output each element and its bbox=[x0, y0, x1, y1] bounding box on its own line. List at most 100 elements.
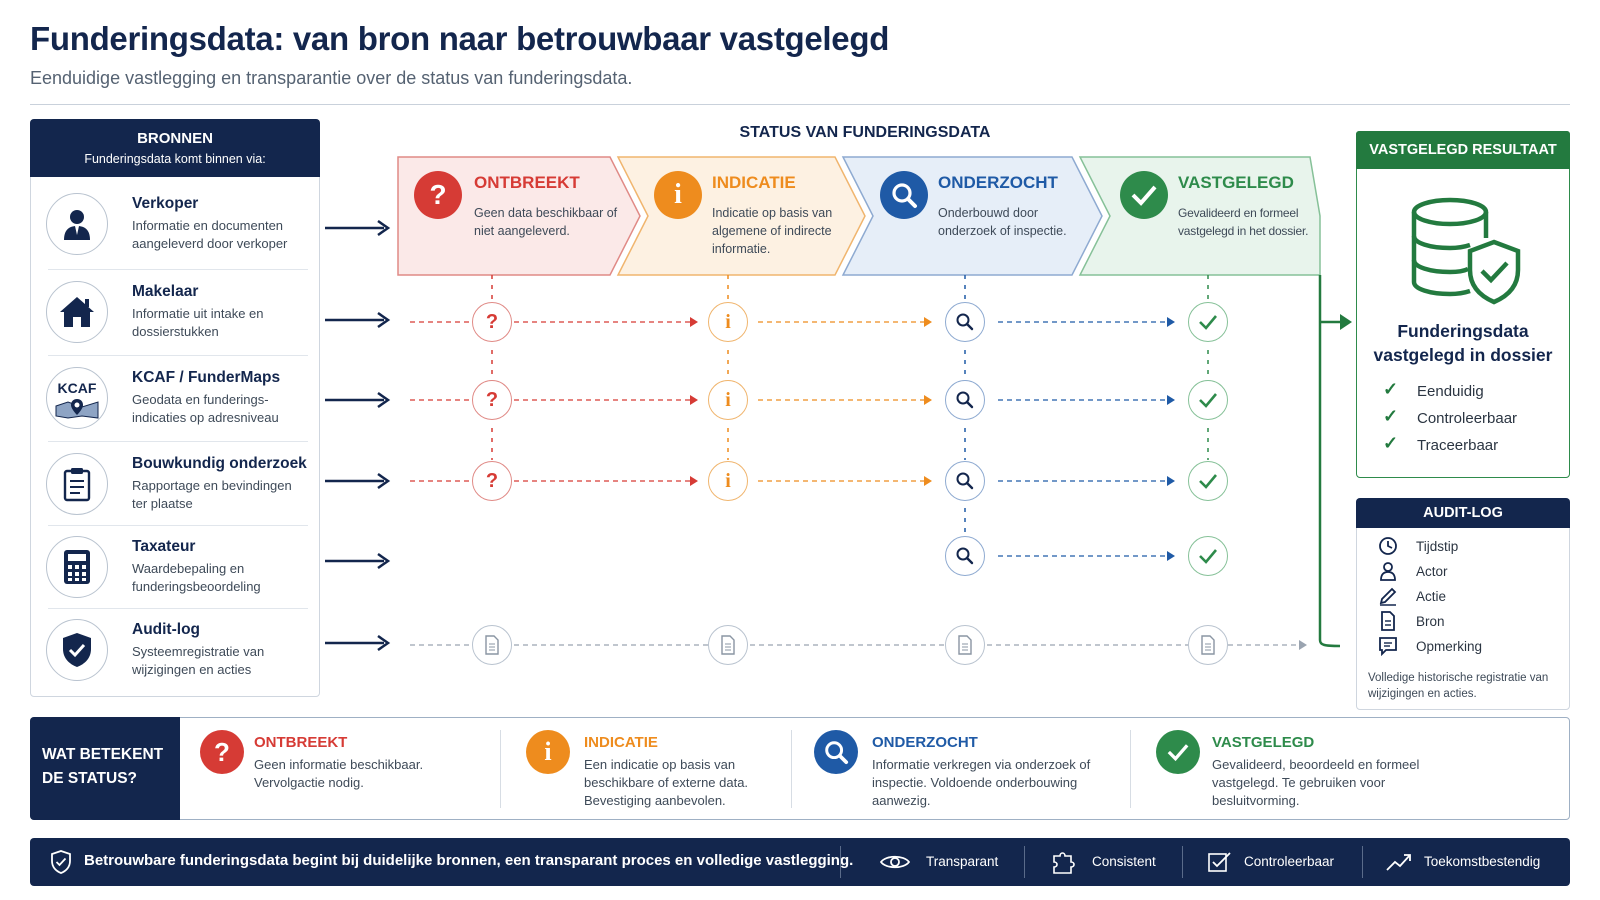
footer-value: Consistent bbox=[1092, 854, 1156, 869]
check-icon bbox=[1188, 380, 1228, 420]
source-name: Taxateur bbox=[132, 538, 196, 555]
audit-item: Tijdstip bbox=[1416, 539, 1459, 554]
divider bbox=[1362, 846, 1363, 878]
comment-icon bbox=[1379, 637, 1397, 656]
legend-ontbreekt: ? ONTBREEKT Geen informatie beschikbaar.… bbox=[198, 730, 498, 810]
source-desc: Waardebepaling en funderingsbeoordeling bbox=[132, 561, 261, 594]
divider bbox=[500, 730, 501, 808]
status-heading: STATUS VAN FUNDERINGSDATA bbox=[739, 124, 991, 141]
stage-name: ONTBREEKT bbox=[474, 173, 580, 192]
search-icon bbox=[814, 730, 858, 774]
source-desc: Informatie uit intake en dossierstukken bbox=[132, 306, 264, 339]
stage-vastgelegd: VASTGELEGD Gevalideerd en formeel vastge… bbox=[1104, 157, 1318, 275]
divider bbox=[1130, 730, 1131, 808]
result-item: Traceerbaar bbox=[1417, 437, 1499, 454]
document-icon bbox=[472, 625, 512, 665]
person-icon bbox=[46, 193, 108, 255]
stage-name: VASTGELEGD bbox=[1178, 173, 1294, 192]
search-icon bbox=[945, 461, 985, 501]
divider bbox=[48, 355, 308, 356]
stage-desc: Onderbouwd door onderzoek of inspectie. bbox=[938, 206, 1067, 238]
stage-indicatie: i INDICATIE Indicatie op basis van algem… bbox=[638, 157, 864, 275]
source-name: KCAF / FunderMaps bbox=[132, 369, 281, 386]
source-verkoper: Verkoper Informatie en documenten aangel… bbox=[38, 183, 308, 267]
kcaf-map-icon: KCAF bbox=[46, 367, 108, 429]
stage-desc: Geen data beschikbaar of niet aangelever… bbox=[474, 206, 618, 238]
divider bbox=[791, 730, 792, 808]
kcaf-icon-text: KCAF bbox=[57, 380, 97, 396]
divider bbox=[48, 269, 308, 270]
source-desc: Geodata en funderings-indicaties op adre… bbox=[132, 392, 279, 425]
search-icon bbox=[945, 302, 985, 342]
document-icon bbox=[1188, 625, 1228, 665]
house-icon bbox=[46, 281, 108, 343]
divider bbox=[48, 608, 308, 609]
info-icon: i bbox=[708, 302, 748, 342]
sources-heading: BRONNEN bbox=[137, 130, 213, 147]
info-icon: i bbox=[526, 730, 570, 774]
source-name: Bouwkundig onderzoek bbox=[132, 455, 307, 472]
eye-icon bbox=[880, 855, 910, 869]
question-icon: ? bbox=[414, 171, 462, 219]
result-heading: VASTGELEGD RESULTAAT bbox=[1356, 131, 1570, 169]
clipboard-icon bbox=[46, 453, 108, 515]
audit-item: Bron bbox=[1416, 614, 1445, 629]
legend-desc: Gevalideerd, beoordeeld en formeel vastg… bbox=[1212, 757, 1420, 808]
check-icon: ✓ bbox=[1383, 379, 1399, 399]
check-icon bbox=[1156, 730, 1200, 774]
legend-desc: Informatie verkregen via onderzoek of in… bbox=[872, 757, 1091, 808]
footer-bar bbox=[30, 838, 1570, 886]
legend-heading: WAT BETEKENT DE STATUS? bbox=[30, 717, 180, 820]
shield-check-icon bbox=[46, 619, 108, 681]
source-bouwkundig: Bouwkundig onderzoek Rapportage en bevin… bbox=[38, 443, 308, 527]
audit-log-heading: AUDIT-LOG bbox=[1356, 498, 1570, 528]
page-title: Funderingsdata: van bron naar betrouwbaa… bbox=[30, 20, 890, 57]
legend-name: VASTGELEGD bbox=[1212, 734, 1315, 751]
footer-statement: Betrouwbare funderingsdata begint bij du… bbox=[84, 852, 854, 869]
footer-value: Transparant bbox=[926, 854, 999, 869]
divider bbox=[1182, 846, 1183, 878]
question-icon: ? bbox=[472, 302, 512, 342]
source-name: Verkoper bbox=[132, 195, 199, 212]
database-shield-icon bbox=[1408, 194, 1522, 313]
footer-value: Controleerbaar bbox=[1244, 854, 1335, 869]
header-divider bbox=[30, 104, 1570, 105]
legend-onderzocht: ONDERZOCHT Informatie verkregen via onde… bbox=[814, 730, 1114, 810]
search-icon bbox=[880, 171, 928, 219]
source-desc: Rapportage en bevindingen ter plaatse bbox=[132, 478, 292, 511]
result-item: Eenduidig bbox=[1417, 383, 1484, 400]
source-taxateur: Taxateur Waardebepaling en funderingsbeo… bbox=[38, 526, 308, 610]
legend-vastgelegd: VASTGELEGD Gevalideerd, beoordeeld en fo… bbox=[1156, 730, 1456, 810]
result-panel bbox=[1356, 131, 1570, 478]
trend-up-icon bbox=[1386, 854, 1411, 871]
audit-item: Actie bbox=[1416, 589, 1447, 604]
document-icon bbox=[708, 625, 748, 665]
pencil-icon bbox=[1379, 587, 1397, 606]
info-icon: i bbox=[654, 171, 702, 219]
question-icon: ? bbox=[472, 461, 512, 501]
divider bbox=[48, 525, 308, 526]
search-icon bbox=[945, 380, 985, 420]
legend-name: INDICATIE bbox=[584, 734, 658, 751]
source-makelaar: Makelaar Informatie uit intake en dossie… bbox=[38, 271, 308, 355]
audit-log-panel bbox=[1356, 498, 1570, 710]
result-item: Controleerbaar bbox=[1417, 410, 1518, 427]
divider bbox=[1024, 846, 1025, 878]
status-legend bbox=[30, 717, 1570, 820]
document-icon bbox=[1381, 611, 1395, 631]
stage-desc: Indicatie op basis van algemene of indir… bbox=[712, 206, 833, 256]
stage-name: INDICATIE bbox=[712, 173, 796, 192]
legend-name: ONDERZOCHT bbox=[872, 734, 978, 751]
user-icon bbox=[1380, 562, 1396, 581]
source-desc: Informatie en documenten aangeleverd doo… bbox=[132, 218, 288, 251]
legend-heading-line1: WAT BETEKENT bbox=[42, 746, 164, 763]
clock-icon bbox=[1379, 537, 1397, 555]
stage-onderzocht: ONDERZOCHT Onderbouwd door onderzoek of … bbox=[864, 157, 1100, 275]
source-desc: Systeemregistratie van wijzigingen en ac… bbox=[132, 644, 265, 677]
audit-item: Actor bbox=[1416, 564, 1448, 579]
page-subtitle: Eenduidige vastlegging en transparantie … bbox=[30, 68, 633, 88]
checkbox-icon bbox=[1208, 852, 1231, 872]
check-icon: ✓ bbox=[1383, 406, 1399, 426]
sources-header: BRONNEN Funderingsdata komt binnen via: bbox=[30, 119, 320, 177]
search-icon bbox=[945, 536, 985, 576]
